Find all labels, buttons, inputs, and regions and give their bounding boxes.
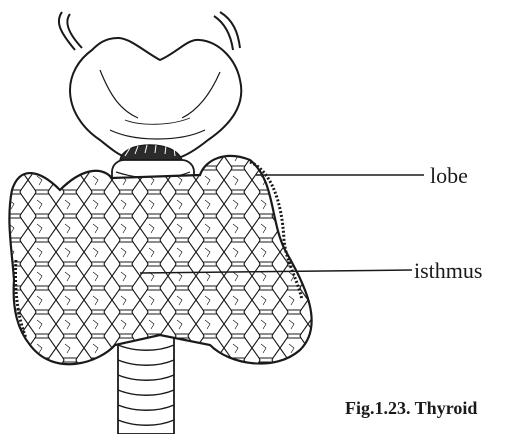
thyroid-cartilage (70, 38, 241, 158)
isthmus-label: isthmus (414, 258, 482, 284)
lobe-label: lobe (430, 163, 468, 189)
figure-caption: Fig.1.23. Thyroid (345, 398, 477, 419)
trachea (118, 330, 174, 434)
